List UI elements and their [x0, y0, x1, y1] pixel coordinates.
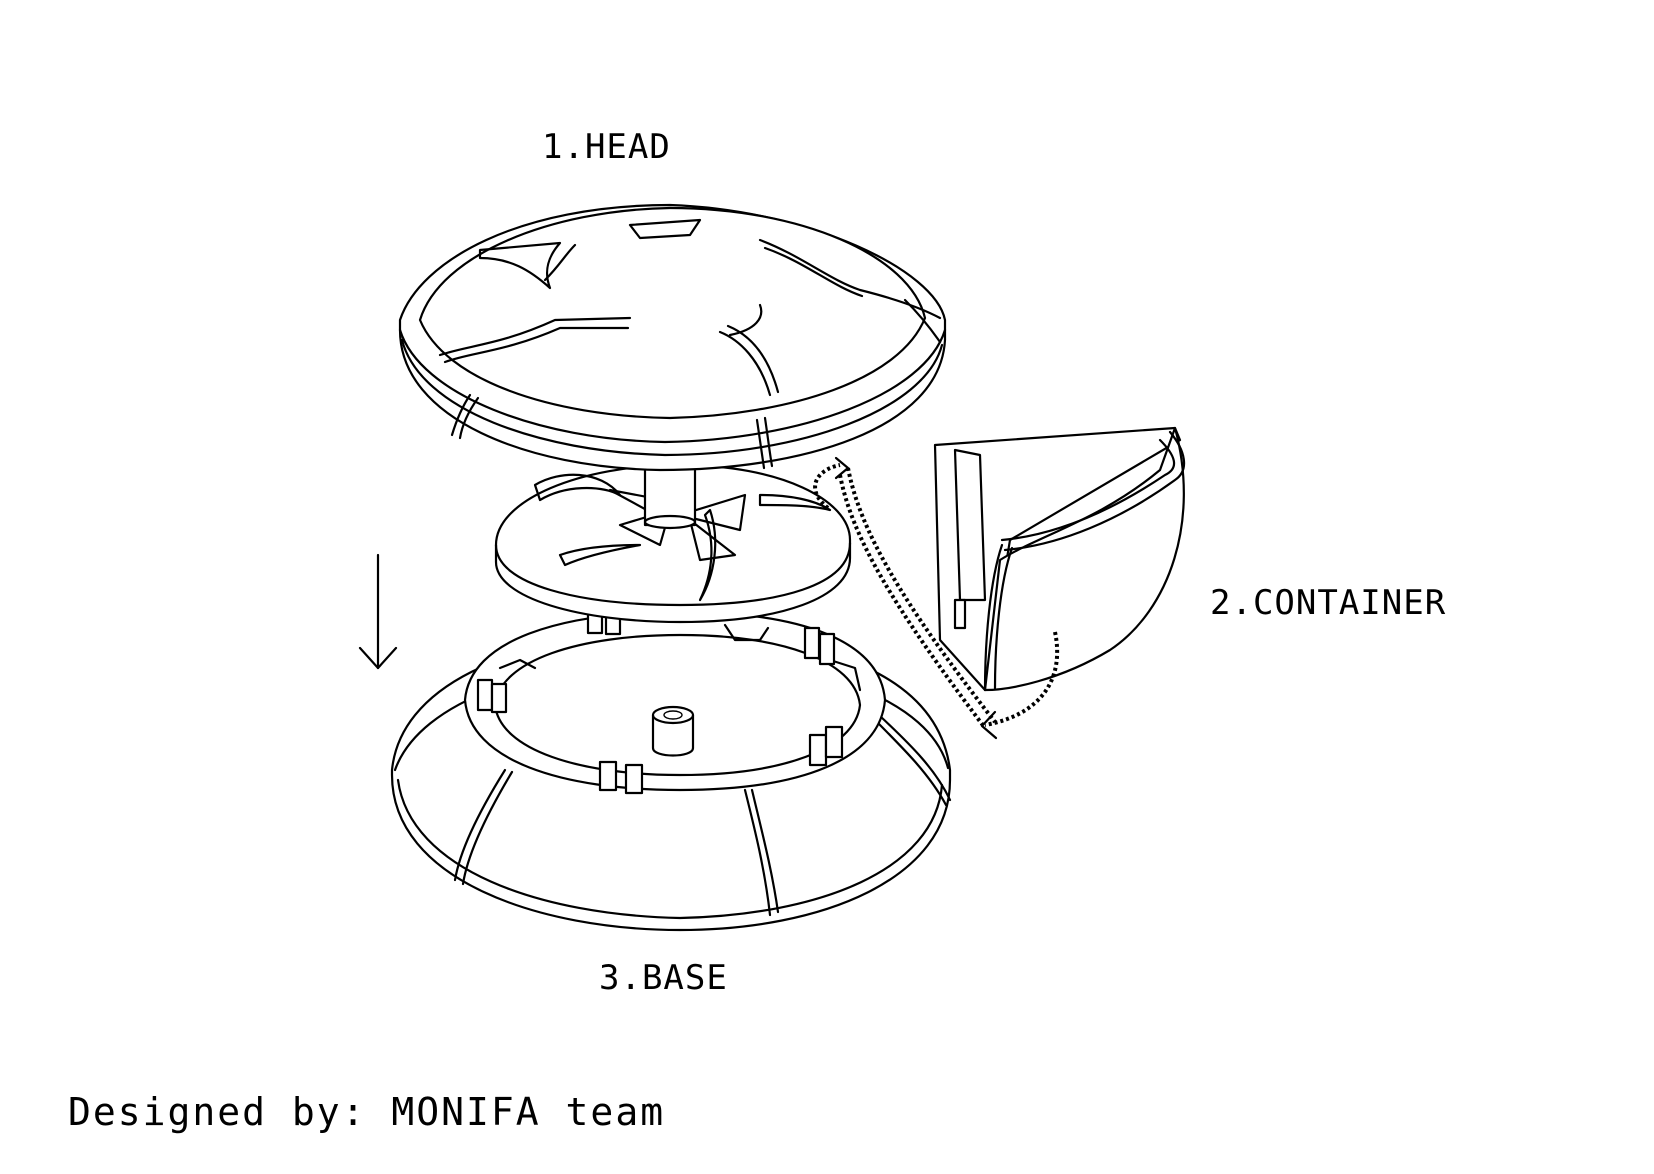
base-clip	[808, 725, 844, 767]
dotted-curved-arrow-icon	[813, 456, 1060, 740]
container-part	[933, 426, 1186, 692]
rotor-disc	[494, 463, 852, 624]
base-part	[390, 603, 952, 932]
base-clip	[598, 760, 644, 795]
designer-credit: Designed by: MONIFA team	[68, 1090, 666, 1134]
head-part	[398, 203, 947, 472]
head-label: 1.HEAD	[542, 127, 671, 167]
base-center-post	[651, 705, 695, 757]
base-label: 3.BASE	[599, 958, 728, 998]
arrow-down-icon	[358, 553, 398, 670]
base-clip	[476, 678, 508, 714]
base-clip	[803, 626, 836, 666]
container-label: 2.CONTAINER	[1210, 583, 1447, 623]
